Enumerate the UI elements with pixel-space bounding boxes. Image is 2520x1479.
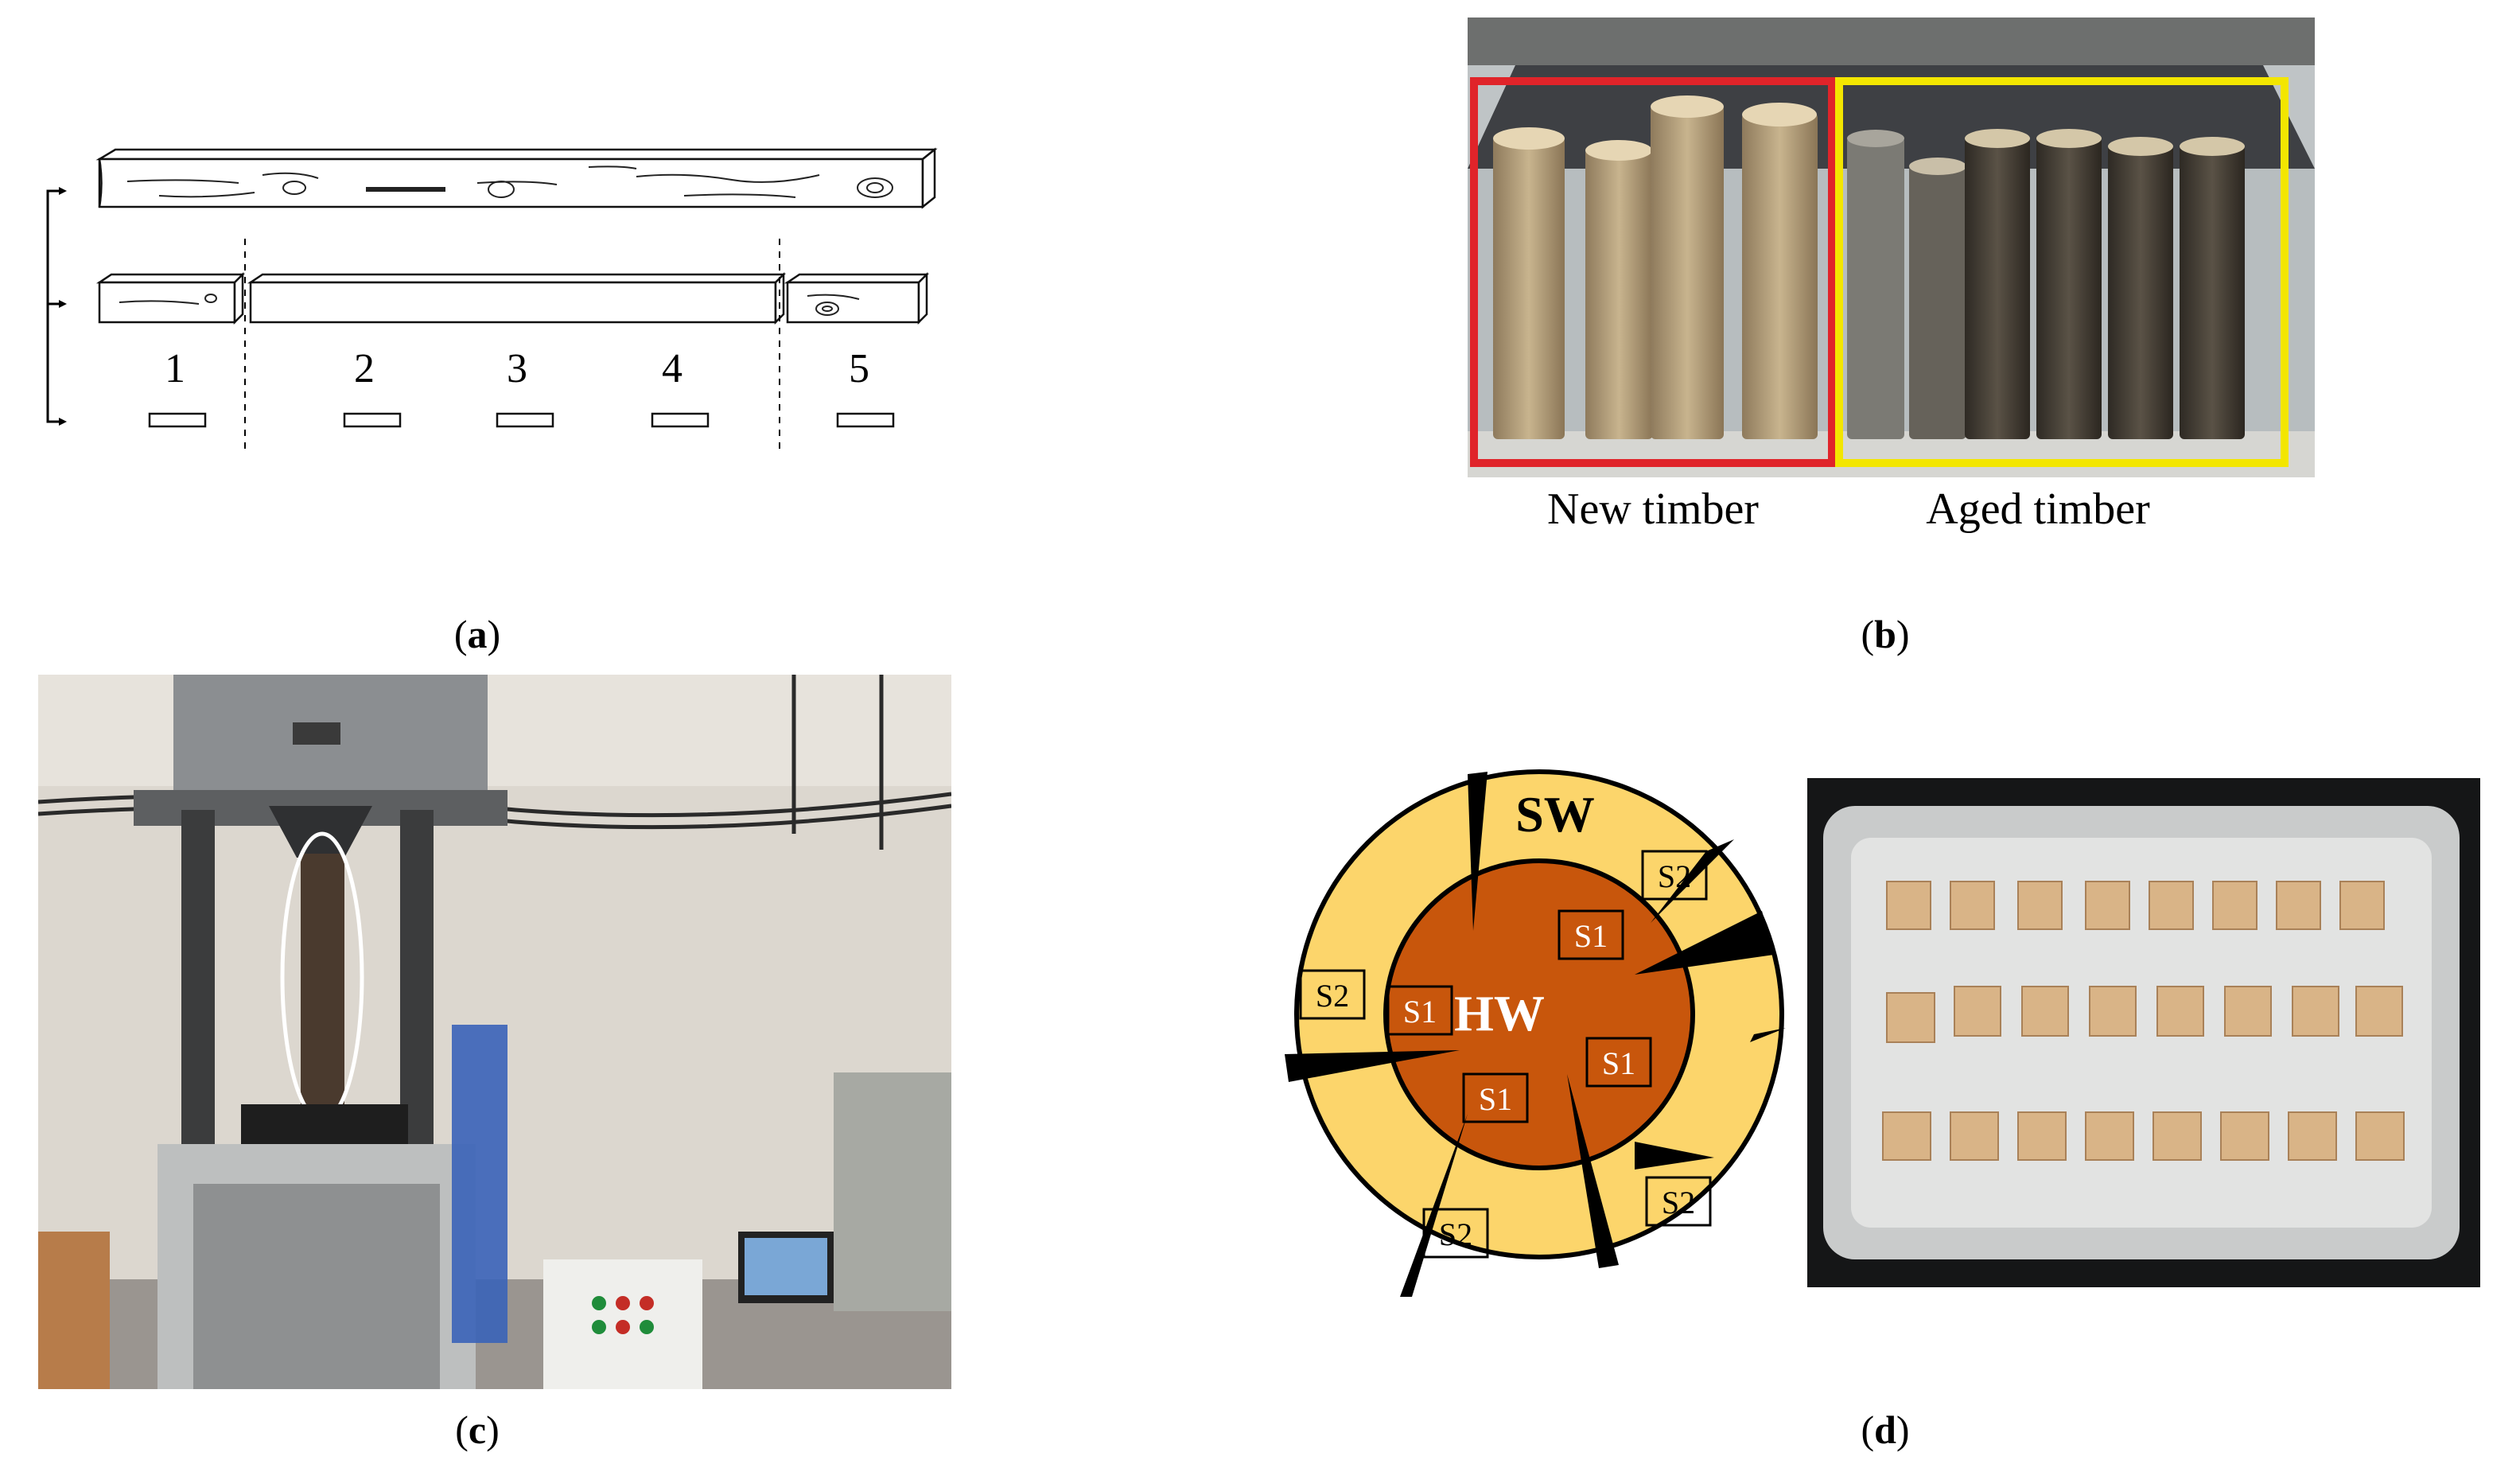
panel-d-photo bbox=[1807, 778, 2480, 1287]
timber-photo bbox=[1468, 18, 2315, 477]
s1-label-1: S1 bbox=[1574, 918, 1608, 954]
s2-label-3: S2 bbox=[1662, 1185, 1695, 1220]
aged-timber-logs bbox=[1847, 129, 2245, 439]
segment-label-3: 3 bbox=[507, 346, 527, 391]
cross-section-diagram: SW HW S1 S1 S1 S1 S2 S2 S2 S2 bbox=[1285, 769, 1786, 1297]
small-specimens bbox=[148, 412, 895, 428]
aged-timber-box bbox=[1835, 77, 2289, 467]
segment-label-2: 2 bbox=[354, 346, 375, 391]
cut-lines bbox=[244, 239, 780, 453]
s1-boxes bbox=[1386, 909, 1652, 1123]
test-specimen bbox=[301, 854, 344, 1108]
s2-label-4: S2 bbox=[1439, 1216, 1472, 1252]
wood-grain-ends bbox=[119, 294, 860, 316]
panel-a: 1 2 3 4 5 bbox=[32, 119, 986, 477]
s1-label-3: S1 bbox=[1602, 1045, 1635, 1081]
label-aged-timber: Aged timber bbox=[1926, 485, 2150, 534]
bracket-arrows bbox=[59, 187, 67, 426]
caption-a: (a) bbox=[453, 612, 501, 656]
s1-label-4: S1 bbox=[1479, 1081, 1512, 1117]
testing-machine-photo bbox=[37, 675, 952, 1389]
s2-label-2: S2 bbox=[1316, 978, 1349, 1014]
segment-label-5: 5 bbox=[849, 346, 869, 391]
radial-cracks bbox=[1285, 772, 1786, 1297]
caption-d: (d) bbox=[1861, 1407, 1910, 1452]
s1-label-2: S1 bbox=[1403, 994, 1437, 1029]
caption-c: (c) bbox=[455, 1407, 500, 1452]
wood-cubes bbox=[1882, 881, 2405, 1161]
cut-log bbox=[95, 271, 930, 325]
sampling-diagram: 1 2 3 4 5 bbox=[46, 147, 938, 453]
wood-grain-top bbox=[126, 165, 893, 198]
panel-b bbox=[1468, 18, 2315, 477]
full-log bbox=[95, 147, 938, 209]
s2-boxes bbox=[1299, 850, 1712, 1259]
machine-column-left bbox=[181, 810, 215, 1208]
specimen-tray-photo bbox=[1807, 778, 2480, 1287]
new-timber-box bbox=[1470, 77, 1836, 467]
new-timber-logs bbox=[1493, 95, 1818, 439]
panel-c bbox=[37, 675, 952, 1389]
panel-d-diagram: SW HW S1 S1 S1 S1 S2 S2 S2 S2 bbox=[1285, 740, 1794, 1297]
hw-label: HW bbox=[1454, 985, 1545, 1041]
sw-label: SW bbox=[1515, 786, 1595, 843]
label-new-timber: New timber bbox=[1547, 485, 1759, 534]
s2-label-1: S2 bbox=[1658, 858, 1691, 894]
segment-label-4: 4 bbox=[662, 346, 682, 391]
caption-b: (b) bbox=[1861, 612, 1910, 656]
segment-label-1: 1 bbox=[165, 346, 185, 391]
